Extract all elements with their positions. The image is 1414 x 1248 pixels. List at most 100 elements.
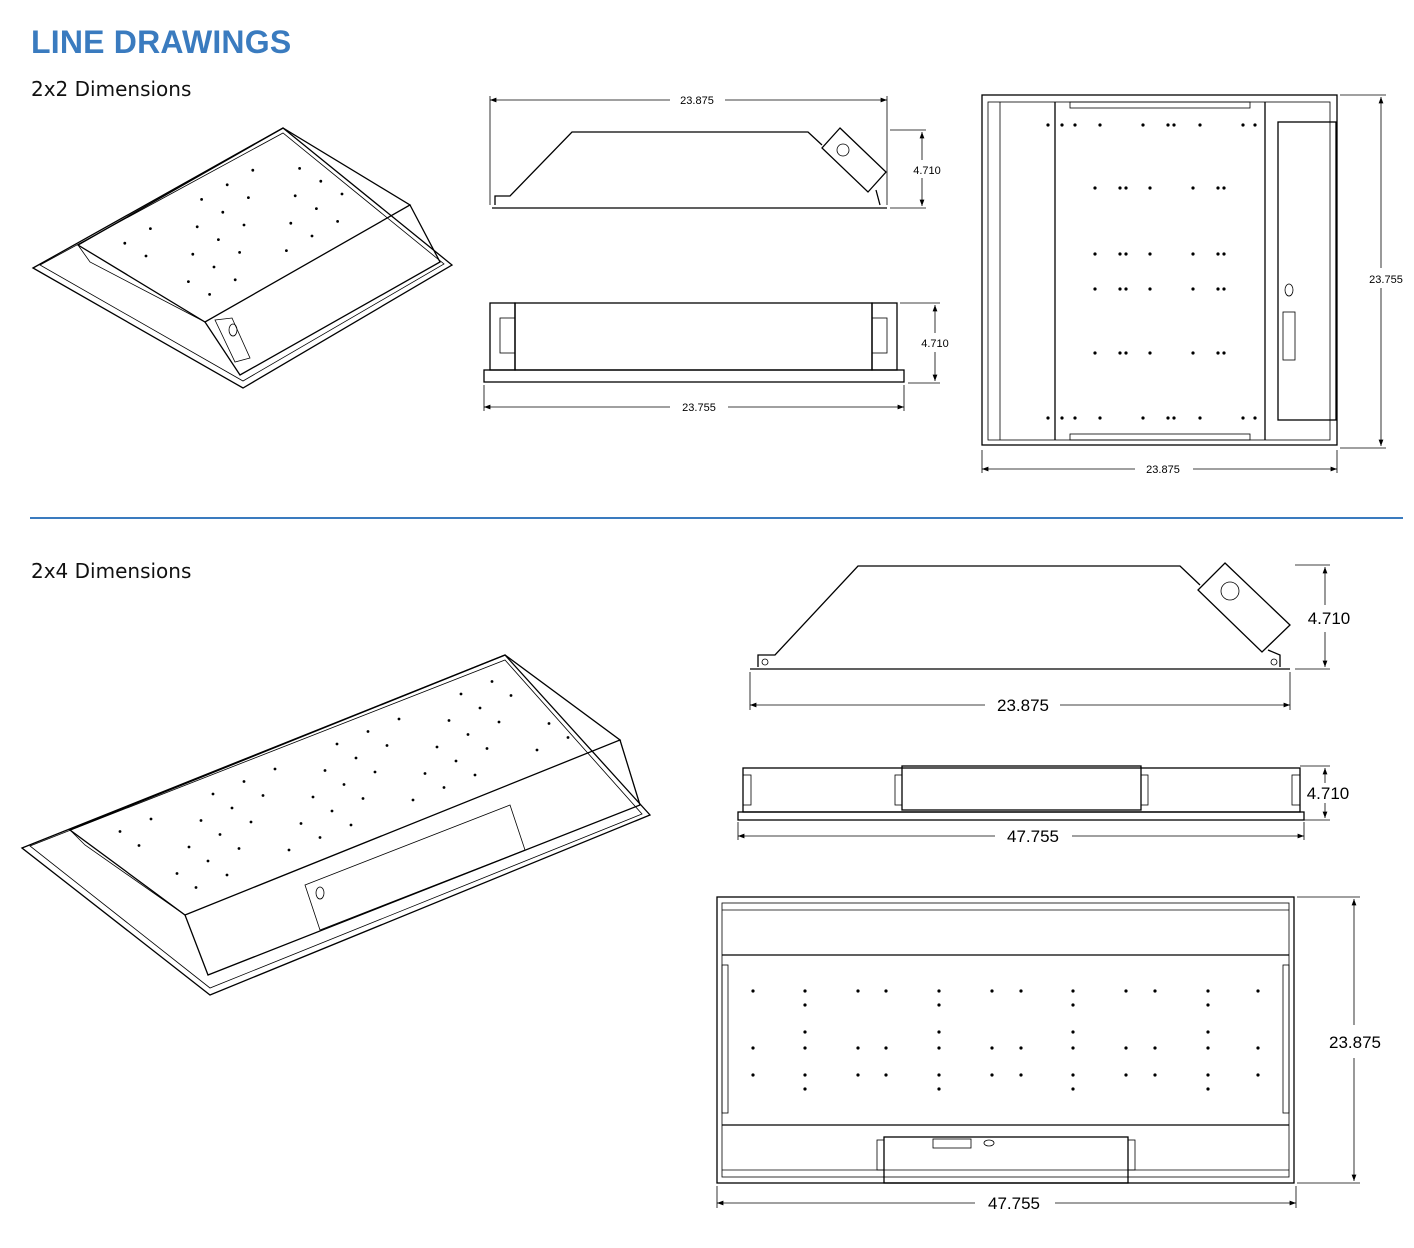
dimension-label: 4.710 <box>1308 609 1351 628</box>
mounting-hole <box>1071 1073 1075 1077</box>
mounting-hole <box>298 167 301 170</box>
mounting-hole <box>211 792 215 796</box>
mounting-hole <box>200 198 204 201</box>
mounting-hole <box>1060 416 1064 420</box>
dimension-label: 4.710 <box>913 165 941 177</box>
mounting-hole <box>1118 351 1122 355</box>
plan-view-2x4-drawing: 23.875 47.755 <box>716 896 1381 1213</box>
mounting-hole <box>937 989 941 993</box>
mounting-hole <box>1206 1087 1210 1091</box>
mounting-hole <box>1046 416 1050 420</box>
mounting-hole <box>335 742 339 746</box>
mounting-hole <box>803 989 807 993</box>
mounting-hole <box>1148 252 1152 256</box>
mounting-hole <box>937 1073 941 1077</box>
isometric-2x4-drawing <box>20 654 652 996</box>
mounting-hole <box>187 845 191 849</box>
mounting-hole <box>485 747 489 750</box>
mounting-hole <box>342 783 346 786</box>
mounting-hole <box>990 989 994 993</box>
mounting-hole <box>285 249 288 253</box>
mounting-hole <box>1198 416 1202 420</box>
mounting-hole <box>1222 287 1226 291</box>
section-2x2-heading: 2x2 Dimensions <box>31 77 192 101</box>
mounting-hole <box>1191 287 1195 291</box>
mounting-hole <box>1206 1030 1210 1034</box>
mounting-hole <box>1019 1073 1023 1077</box>
mounting-hole <box>423 772 427 775</box>
mounting-hole <box>1222 186 1226 190</box>
mounting-hole <box>397 717 401 721</box>
mounting-hole <box>195 225 199 229</box>
mounting-hole <box>1222 351 1226 355</box>
mounting-hole <box>251 168 255 172</box>
mounting-hole <box>1206 1073 1210 1077</box>
section-divider <box>30 517 1403 519</box>
mounting-hole <box>361 797 365 800</box>
mounting-hole <box>218 833 222 836</box>
dimension-label: 4.710 <box>921 338 949 350</box>
mounting-hole <box>566 736 570 739</box>
mounting-hole <box>319 179 323 183</box>
mounting-hole <box>1153 1073 1157 1077</box>
section-2x4-heading: 2x4 Dimensions <box>31 559 192 583</box>
mounting-hole <box>884 1046 888 1050</box>
mounting-hole <box>1191 252 1195 256</box>
mounting-hole <box>1256 1046 1260 1050</box>
mounting-hole <box>373 770 377 774</box>
mounting-hole <box>937 1030 941 1034</box>
mounting-hole <box>194 886 198 889</box>
mounting-hole <box>1206 989 1210 993</box>
mounting-hole <box>1071 1087 1075 1091</box>
mounting-hole <box>1019 1046 1023 1050</box>
mounting-hole <box>1141 123 1145 127</box>
front-view-2x2-drawing: 23.755 4.710 <box>483 302 949 414</box>
dimension-label: 23.875 <box>1146 464 1180 476</box>
mounting-hole <box>1124 1073 1128 1077</box>
mounting-hole <box>336 220 339 223</box>
mounting-hole <box>751 1046 755 1050</box>
mounting-hole <box>225 183 229 187</box>
mounting-hole <box>1216 287 1220 291</box>
mounting-hole <box>497 720 501 724</box>
mounting-hole <box>1166 123 1170 127</box>
mounting-hole <box>1206 1046 1210 1050</box>
mounting-hole <box>208 293 212 296</box>
dimension-label: 47.755 <box>988 1194 1040 1213</box>
mounting-hole <box>311 795 315 799</box>
mounting-hole <box>751 989 755 993</box>
mounting-hole <box>803 1073 807 1077</box>
mounting-hole <box>454 759 458 763</box>
mounting-hole <box>459 692 463 696</box>
mounting-hole <box>242 780 246 783</box>
mounting-hole <box>1191 351 1195 355</box>
mounting-hole <box>751 1073 755 1077</box>
mounting-hole <box>1241 123 1245 127</box>
mounting-hole <box>249 820 253 824</box>
dimension-label: 23.755 <box>682 402 716 414</box>
mounting-hole <box>1093 351 1097 355</box>
mounting-hole <box>1071 1030 1075 1034</box>
mounting-hole <box>1118 287 1122 291</box>
mounting-hole <box>1241 416 1245 420</box>
mounting-hole <box>340 192 344 196</box>
mounting-hole <box>310 234 314 238</box>
mounting-hole <box>349 823 353 827</box>
mounting-hole <box>354 756 358 760</box>
mounting-hole <box>1093 287 1097 291</box>
mounting-hole <box>330 809 334 813</box>
mounting-hole <box>175 872 179 875</box>
mounting-hole <box>937 1046 941 1050</box>
mounting-hole <box>206 859 210 863</box>
isometric-2x2-drawing <box>31 127 454 389</box>
mounting-hole <box>1256 989 1260 993</box>
dimension-label: 23.875 <box>680 95 714 107</box>
page-title: LINE DRAWINGS <box>31 24 292 60</box>
side-view-2x4-drawing: 4.710 23.875 <box>749 562 1351 715</box>
mounting-hole <box>137 844 141 847</box>
mounting-hole <box>242 223 246 227</box>
mounting-hole <box>1093 186 1097 190</box>
mounting-hole <box>385 744 389 747</box>
mounting-hole <box>1216 351 1220 355</box>
mounting-hole <box>1148 287 1152 291</box>
